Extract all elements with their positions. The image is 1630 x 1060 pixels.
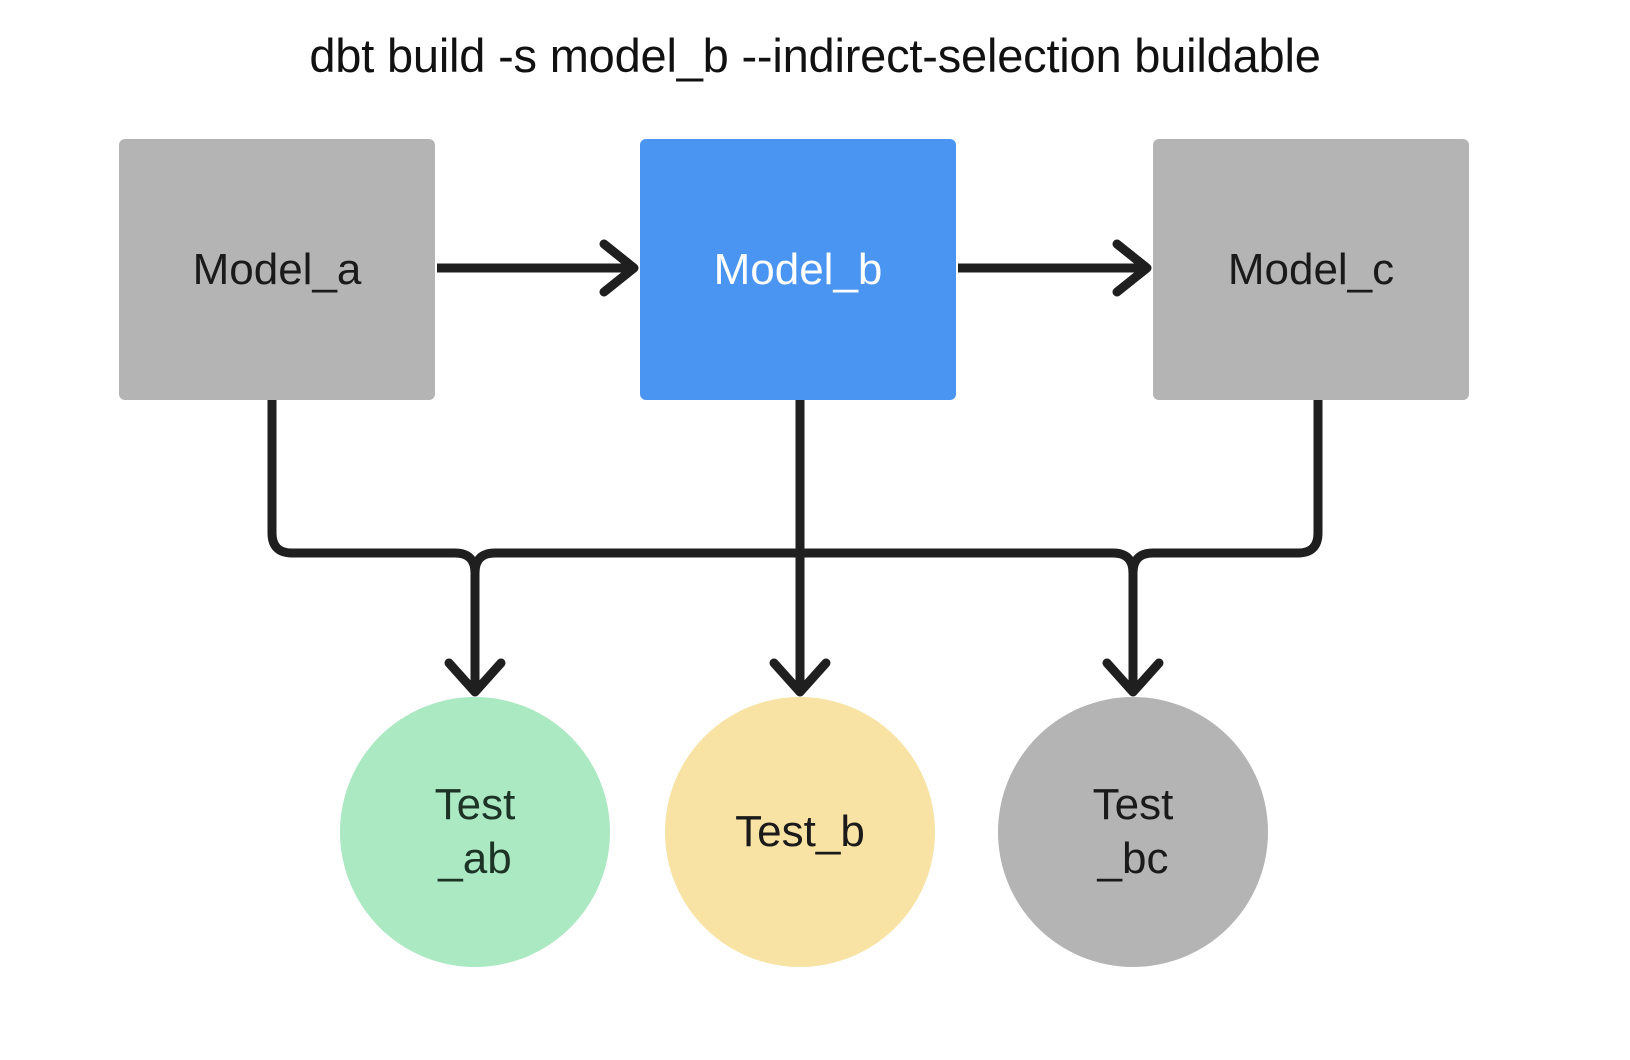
node-model-b[interactable]: Model_b bbox=[640, 139, 956, 400]
edge-model-b-to-test-ab bbox=[470, 548, 800, 574]
node-model-a-label: Model_a bbox=[192, 244, 362, 294]
node-test-ab-text: Test _ab bbox=[435, 778, 516, 885]
edge-model-c-to-test-bc bbox=[1128, 400, 1323, 574]
node-test-b-text: Test_b bbox=[735, 805, 865, 859]
node-model-b-label: Model_b bbox=[713, 244, 883, 294]
node-model-a[interactable]: Model_a bbox=[119, 139, 435, 400]
node-model-c[interactable]: Model_c bbox=[1153, 139, 1469, 400]
node-test-b[interactable]: Test_b bbox=[665, 697, 935, 967]
edge-model-a-to-test-ab bbox=[267, 400, 506, 697]
node-model-c-label: Model_c bbox=[1227, 244, 1395, 294]
node-test-bc-text: Test _bc bbox=[1093, 778, 1174, 885]
node-test-ab-line2: _ab bbox=[438, 834, 512, 883]
edge-model-b-to-test-b bbox=[769, 400, 831, 697]
node-test-b-line1: Test_b bbox=[735, 807, 865, 857]
node-test-ab[interactable]: Test _ab bbox=[340, 697, 610, 967]
edge-model-a-to-model-b bbox=[437, 239, 639, 297]
edge-model-b-to-test-bc bbox=[800, 548, 1164, 697]
node-test-bc-line1: Test bbox=[1092, 780, 1174, 830]
node-test-bc-line2: _bc bbox=[1097, 834, 1169, 883]
node-test-ab-line1: Test bbox=[434, 780, 516, 830]
edge-model-b-to-model-c bbox=[958, 239, 1152, 297]
page-title: dbt build -s model_b --indirect-selectio… bbox=[309, 29, 1321, 82]
node-test-bc[interactable]: Test _bc bbox=[998, 697, 1268, 967]
